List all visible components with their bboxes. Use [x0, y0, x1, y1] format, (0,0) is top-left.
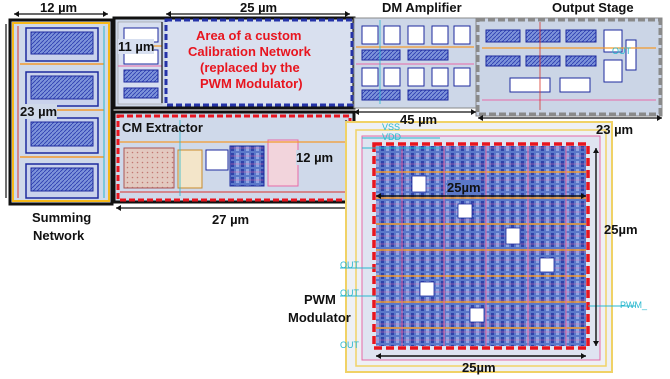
output-stage-label: Output Stage	[552, 0, 634, 15]
calib-text-line3: (replaced by the	[200, 60, 300, 75]
pwm-width-top-label: 25µm	[447, 180, 481, 195]
pin-out-d: OUT	[612, 46, 631, 56]
cm-extractor-label: CM Extractor	[122, 120, 203, 135]
pin-out-a: OUT	[340, 260, 359, 270]
pin-out-b: OUT	[340, 288, 359, 298]
cm-width-label: 27 µm	[212, 212, 250, 227]
summing-name-line1: Summing	[32, 210, 92, 225]
dm-amplifier-label: DM Amplifier	[382, 0, 462, 15]
summing-height-label: 23 µm	[20, 104, 58, 119]
cm-height-label: 12 µm	[296, 150, 334, 165]
pwm-name-line2: Modulator	[288, 310, 351, 325]
summing-name-line2: Network	[33, 228, 85, 243]
calib-width-label: 25 µm	[240, 0, 278, 15]
summing-width-label: 12 µm	[40, 0, 78, 15]
output-width-label: 23 µm	[596, 122, 634, 137]
pwm-name-line1: PWM	[304, 292, 336, 307]
output-stage-block	[475, 17, 663, 117]
calib-text-line2: Calibration Network	[188, 44, 311, 59]
dm-width-label: 45 µm	[400, 112, 438, 127]
calib-height-label: 11 µm	[118, 39, 155, 54]
pin-vdd: VDD	[382, 132, 402, 142]
pin-pwm: PWM_	[620, 300, 647, 310]
pin-out-c: OUT	[340, 340, 359, 350]
calib-text-line4: PWM Modulator)	[200, 76, 303, 91]
summing-network-block	[5, 11, 114, 206]
dm-amplifier-block	[353, 17, 477, 109]
pin-vss: VSS	[382, 122, 401, 132]
calib-text-line1: Area of a custom	[196, 28, 302, 43]
pwm-height-label: 25µm	[604, 222, 638, 237]
pwm-width-bottom-label: 25µm	[462, 360, 496, 375]
pwm-modulator-block	[340, 121, 636, 373]
